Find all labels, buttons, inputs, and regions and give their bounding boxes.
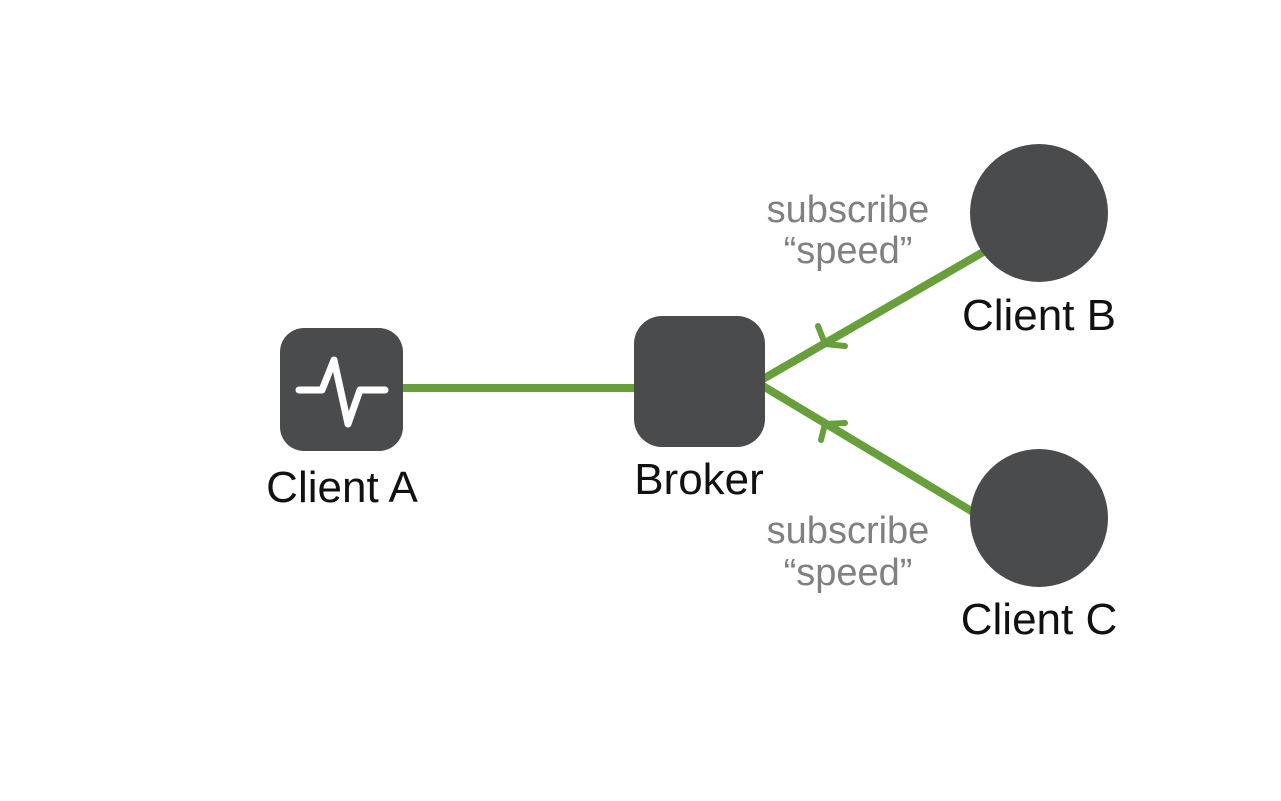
edge-label-b-line2: “speed”: [784, 230, 913, 272]
edge-label-c-line1: subscribe: [767, 510, 930, 552]
arrowhead-client-c-broker: [818, 420, 848, 443]
node-client-a: [280, 328, 403, 451]
broker-label: Broker: [634, 455, 764, 504]
client-a-label: Client A: [266, 463, 418, 512]
node-client-b: [970, 144, 1108, 282]
pulse-icon: [295, 356, 389, 428]
client-c-label: Client C: [961, 595, 1118, 644]
arrowhead-client-b-broker: [815, 323, 848, 349]
client-b-label: Client B: [962, 291, 1116, 340]
node-client-c: [970, 449, 1108, 587]
edge-client-b-broker: [761, 247, 987, 383]
edge-label-b-line1: subscribe: [767, 189, 930, 231]
edge-label-c-line2: “speed”: [784, 552, 913, 594]
edge-client-c-broker: [760, 382, 976, 516]
node-broker: [634, 316, 765, 447]
